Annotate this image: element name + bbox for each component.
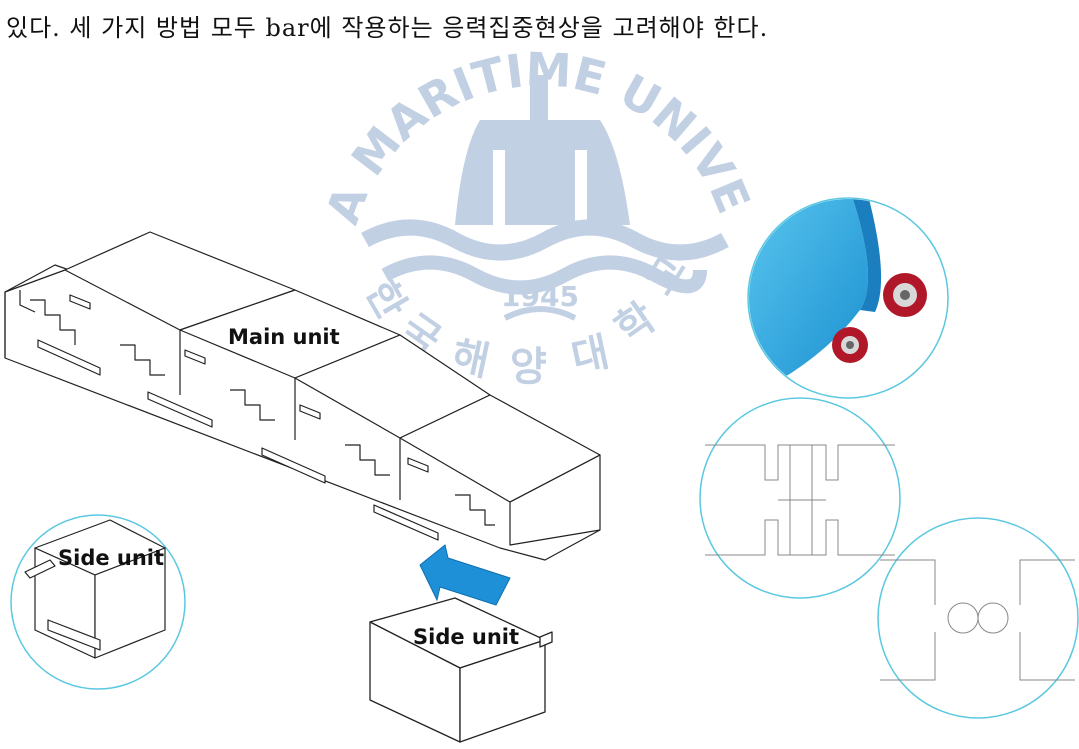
main-unit-label: Main unit bbox=[228, 325, 340, 349]
wheel-detail-inset bbox=[747, 197, 949, 399]
svg-text:한: 한 bbox=[356, 272, 414, 327]
side-unit-inset-label: Side unit bbox=[58, 546, 164, 570]
svg-text:대: 대 bbox=[568, 329, 614, 382]
side-unit-block-label: Side unit bbox=[413, 625, 519, 649]
body-text-line: 있다. 세 가지 방법 모두 bar에 작용하는 응력집중현상을 고려해야 한다… bbox=[6, 14, 769, 42]
i-bar-joint-inset bbox=[699, 397, 901, 599]
side-unit-inset: Side unit bbox=[10, 514, 186, 690]
side-unit-block bbox=[369, 597, 553, 743]
svg-text:양: 양 bbox=[510, 344, 547, 390]
seal-arc-text: KOREA MARITIME UNIVERSITY bbox=[0, 0, 761, 231]
main-unit-assembly bbox=[4, 231, 601, 561]
insert-direction-arrow bbox=[419, 544, 511, 606]
svg-text:학: 학 bbox=[607, 294, 664, 353]
seal-year: 1945 bbox=[501, 280, 579, 313]
pin-joint-inset bbox=[877, 517, 1079, 719]
